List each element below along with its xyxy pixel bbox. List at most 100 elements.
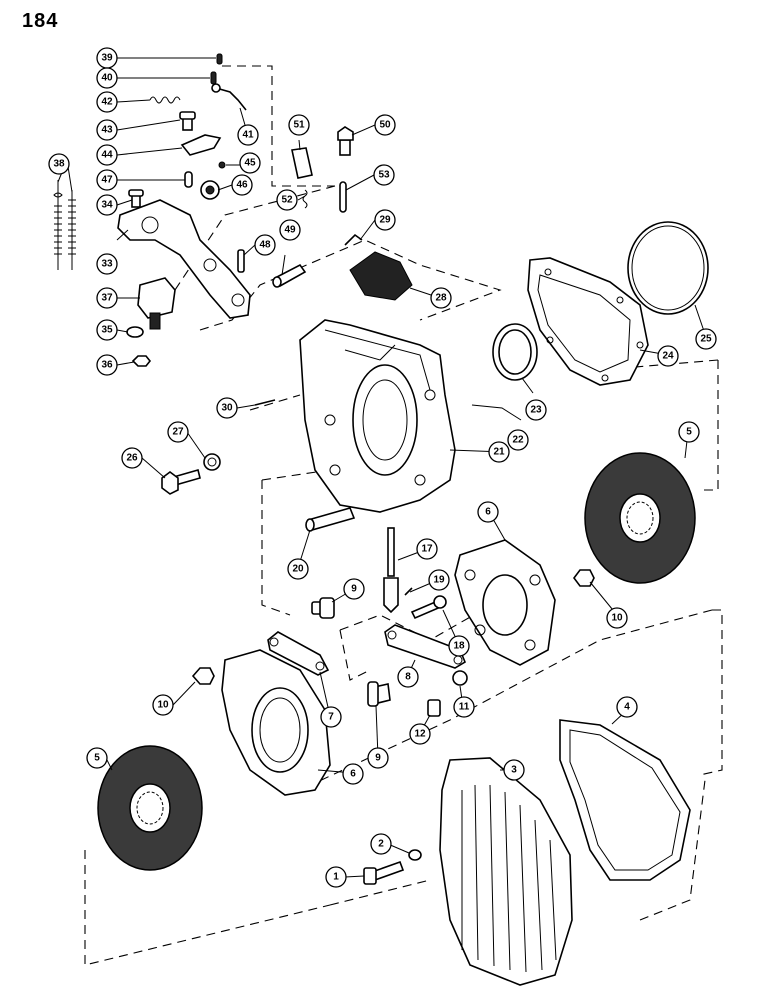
callout-53-label: 53 <box>378 170 390 181</box>
part-24-gasket <box>527 257 649 386</box>
callout-28: 28 <box>430 287 452 309</box>
callout-10-lower-label: 10 <box>157 700 169 711</box>
callout-26: 26 <box>121 447 143 469</box>
callout-44: 44 <box>96 144 118 166</box>
part-12-fitting <box>427 699 441 717</box>
part-1-bolt <box>363 860 405 885</box>
part-45-washer <box>218 161 226 169</box>
callout-5-upper: 5 <box>678 421 700 443</box>
callout-23: 23 <box>525 399 547 421</box>
part-21-housing <box>299 319 456 513</box>
callout-29-label: 29 <box>379 215 391 226</box>
page-number: 184 <box>22 10 59 32</box>
callout-19-label: 19 <box>433 575 445 586</box>
callout-10-lower: 10 <box>152 694 174 716</box>
part-28-cover <box>349 251 413 301</box>
callout-21: 21 <box>488 441 510 463</box>
part-42-spring <box>149 96 181 104</box>
callout-27-label: 27 <box>172 427 184 438</box>
part-25-o-ring <box>627 221 709 315</box>
callout-40-label: 40 <box>101 73 113 84</box>
callout-39: 39 <box>96 47 118 69</box>
callout-48-label: 48 <box>259 240 271 251</box>
callout-33-label: 33 <box>101 259 113 270</box>
part-33-pedal-arm <box>117 199 251 319</box>
callout-28-label: 28 <box>435 293 447 304</box>
callout-29: 29 <box>374 209 396 231</box>
callout-26-label: 26 <box>126 453 138 464</box>
callout-51-label: 51 <box>293 120 305 131</box>
callout-23-label: 23 <box>530 405 542 416</box>
callout-6-lower: 6 <box>342 763 364 785</box>
callout-17: 17 <box>416 538 438 560</box>
part-18-clevis-pin <box>410 595 447 620</box>
callout-20: 20 <box>287 558 309 580</box>
callout-12: 12 <box>409 723 431 745</box>
callout-50: 50 <box>374 114 396 136</box>
part-20-shaft <box>305 507 356 532</box>
callout-35-label: 35 <box>101 325 113 336</box>
callout-46-label: 46 <box>236 180 248 191</box>
callout-52: 52 <box>276 189 298 211</box>
callout-51: 51 <box>288 114 310 136</box>
part-38-springs <box>53 180 76 270</box>
part-11-ball <box>452 670 468 686</box>
part-10-nut-upper <box>573 569 595 587</box>
callout-47-label: 47 <box>101 175 113 186</box>
callout-7: 7 <box>320 706 342 728</box>
part-6-actuating-plate-right <box>454 539 556 666</box>
part-3-cover <box>439 757 573 986</box>
callout-11-label: 11 <box>459 702 470 713</box>
callout-20-label: 20 <box>292 564 304 575</box>
callout-36: 36 <box>96 354 118 376</box>
callout-3: 3 <box>503 759 525 781</box>
part-9-fitting-upper <box>311 597 335 619</box>
callout-7-label: 7 <box>328 712 334 723</box>
part-19-pin <box>404 587 413 596</box>
callout-1-label: 1 <box>333 872 339 883</box>
callout-43-label: 43 <box>101 125 113 136</box>
part-43-screw <box>179 111 196 131</box>
callout-38: 38 <box>48 153 70 175</box>
callout-18-label: 18 <box>453 641 465 652</box>
callout-4-label: 4 <box>624 702 630 713</box>
callout-22-label: 22 <box>512 435 524 446</box>
callout-34-label: 34 <box>101 200 113 211</box>
part-53-pin <box>339 181 347 213</box>
part-2-washer <box>408 849 422 861</box>
callout-41-label: 41 <box>242 130 254 141</box>
callout-27: 27 <box>167 421 189 443</box>
part-40-pin <box>210 71 217 85</box>
part-5-friction-disc-lower <box>97 745 203 871</box>
callout-52-label: 52 <box>281 195 293 206</box>
part-4-gasket <box>559 719 691 881</box>
callout-5-lower: 5 <box>86 747 108 769</box>
part-23-seal <box>492 323 538 381</box>
callout-36-label: 36 <box>101 360 113 371</box>
callout-2: 2 <box>370 833 392 855</box>
callout-8-label: 8 <box>405 672 411 683</box>
part-46-bushing <box>200 180 220 200</box>
callout-2-label: 2 <box>378 839 384 850</box>
part-41-rod <box>211 83 247 111</box>
callout-24-label: 24 <box>662 351 674 362</box>
callout-1: 1 <box>325 866 347 888</box>
part-29-clip <box>344 233 363 246</box>
callout-9-lower: 9 <box>367 747 389 769</box>
callout-41: 41 <box>237 124 259 146</box>
callout-45: 45 <box>239 152 261 174</box>
callout-10-upper-label: 10 <box>611 613 623 624</box>
part-8-link <box>384 624 467 669</box>
callout-6-lower-label: 6 <box>350 769 356 780</box>
callout-24: 24 <box>657 345 679 367</box>
part-7-link <box>267 631 330 676</box>
callout-46: 46 <box>231 174 253 196</box>
callout-18: 18 <box>448 635 470 657</box>
part-48-pin <box>237 249 245 273</box>
callout-35: 35 <box>96 319 118 341</box>
callout-25-label: 25 <box>700 334 712 345</box>
callout-21-label: 21 <box>493 447 505 458</box>
callout-45-label: 45 <box>244 158 256 169</box>
callout-10-upper: 10 <box>606 607 628 629</box>
